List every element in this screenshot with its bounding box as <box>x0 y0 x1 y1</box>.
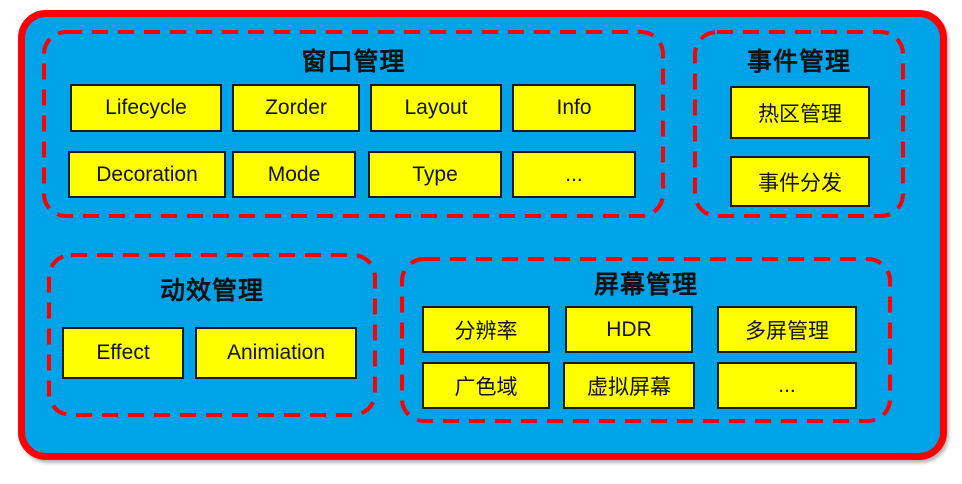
diagram-outer-frame: 窗口管理 Lifecycle Zorder Layout Info Decora… <box>18 10 947 460</box>
module-info: Info <box>512 84 636 132</box>
group-event-management: 事件管理 热区管理 事件分发 <box>693 30 905 218</box>
module-wide-color-gamut: 广色域 <box>422 362 550 409</box>
group-title-screen-management: 屏幕管理 <box>593 271 698 299</box>
module-window-ellipsis: ... <box>512 151 636 198</box>
module-hotzone-management: 热区管理 <box>730 86 870 139</box>
group-animation-management: 动效管理 Effect Animiation <box>47 253 377 417</box>
module-zorder: Zorder <box>232 84 360 132</box>
module-hdr: HDR <box>565 306 693 353</box>
module-lifecycle: Lifecycle <box>70 84 222 132</box>
group-window-management: 窗口管理 Lifecycle Zorder Layout Info Decora… <box>42 30 665 218</box>
module-screen-ellipsis: ... <box>717 362 857 409</box>
module-virtual-screen: 虚拟屏幕 <box>563 362 695 409</box>
module-type: Type <box>368 151 502 198</box>
module-mode: Mode <box>232 151 356 198</box>
module-event-dispatch: 事件分发 <box>730 156 870 207</box>
group-title-animation-management: 动效管理 <box>159 277 264 305</box>
module-animiation: Animiation <box>195 327 357 379</box>
module-resolution: 分辨率 <box>422 306 550 353</box>
group-title-window-management: 窗口管理 <box>301 48 406 76</box>
module-decoration: Decoration <box>68 151 226 198</box>
group-screen-management: 屏幕管理 分辨率 HDR 多屏管理 广色域 虚拟屏幕 ... <box>400 257 892 423</box>
module-effect: Effect <box>62 327 184 379</box>
module-multi-screen-management: 多屏管理 <box>717 306 857 353</box>
module-layout: Layout <box>370 84 502 132</box>
group-title-event-management: 事件管理 <box>746 48 851 76</box>
